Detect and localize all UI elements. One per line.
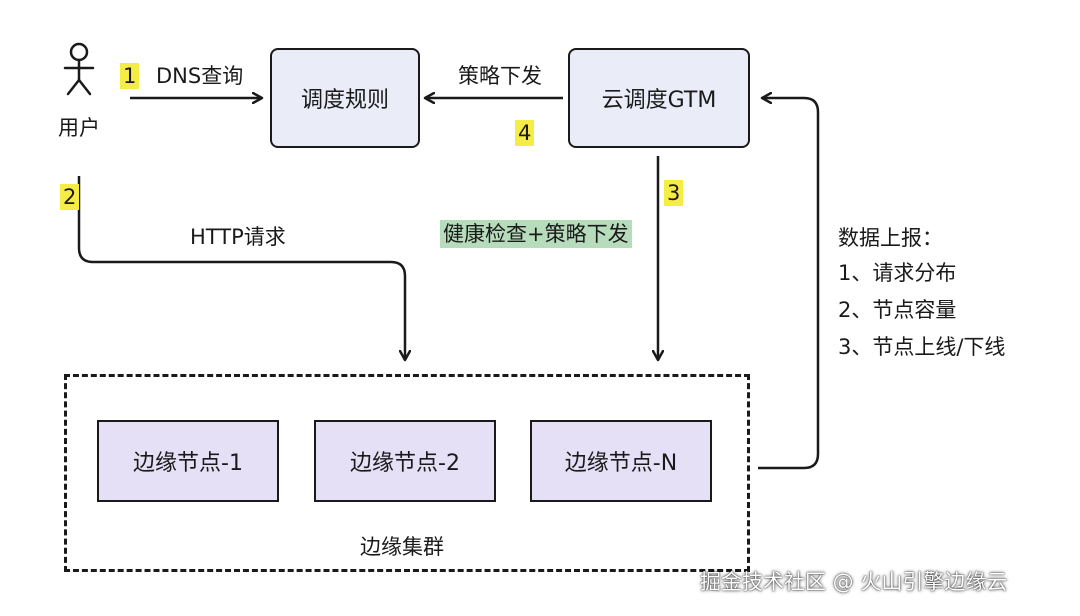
data-report-item: 1、请求分布 bbox=[838, 261, 957, 285]
data-report-arrow bbox=[758, 98, 820, 470]
person-icon bbox=[63, 42, 95, 96]
watermark: 掘金技术社区 @ 火山引擎边缘云 bbox=[700, 570, 1008, 594]
http-request-arrow bbox=[77, 176, 405, 360]
step-4-badge: 4 bbox=[515, 120, 535, 147]
step-2-badge: 2 bbox=[60, 184, 80, 211]
cloud-gtm-box: 云调度GTM bbox=[568, 48, 750, 148]
schedule-rules-label: 调度规则 bbox=[300, 88, 389, 113]
step-3-badge: 3 bbox=[664, 180, 684, 207]
health-check-text: 健康检查+策略下发 bbox=[440, 220, 632, 248]
health-check-label: 健康检查+策略下发 bbox=[440, 220, 632, 248]
schedule-rules-box: 调度规则 bbox=[270, 48, 420, 148]
edge-node-label: 边缘节点-2 bbox=[350, 451, 460, 476]
dns-query-label: DNS查询 bbox=[156, 64, 244, 88]
data-report-title: 数据上报： bbox=[838, 226, 943, 250]
edge-node-2: 边缘节点-2 bbox=[314, 420, 496, 502]
edge-node-label: 边缘节点-1 bbox=[133, 451, 243, 476]
step-1-badge: 1 bbox=[120, 63, 140, 90]
policy-push-label: 策略下发 bbox=[458, 64, 542, 88]
data-report-item: 2、节点容量 bbox=[838, 298, 957, 322]
user-label: 用户 bbox=[58, 116, 100, 140]
edge-cluster-label: 边缘集群 bbox=[360, 535, 444, 559]
edge-cluster bbox=[64, 374, 750, 572]
cloud-gtm-label: 云调度GTM bbox=[601, 88, 717, 113]
edge-node-1: 边缘节点-1 bbox=[97, 420, 279, 502]
http-request-label: HTTP请求 bbox=[190, 225, 286, 249]
edge-node-n: 边缘节点-N bbox=[530, 420, 712, 502]
edge-node-label: 边缘节点-N bbox=[564, 451, 678, 476]
data-report-item: 3、节点上线/下线 bbox=[838, 335, 1006, 359]
